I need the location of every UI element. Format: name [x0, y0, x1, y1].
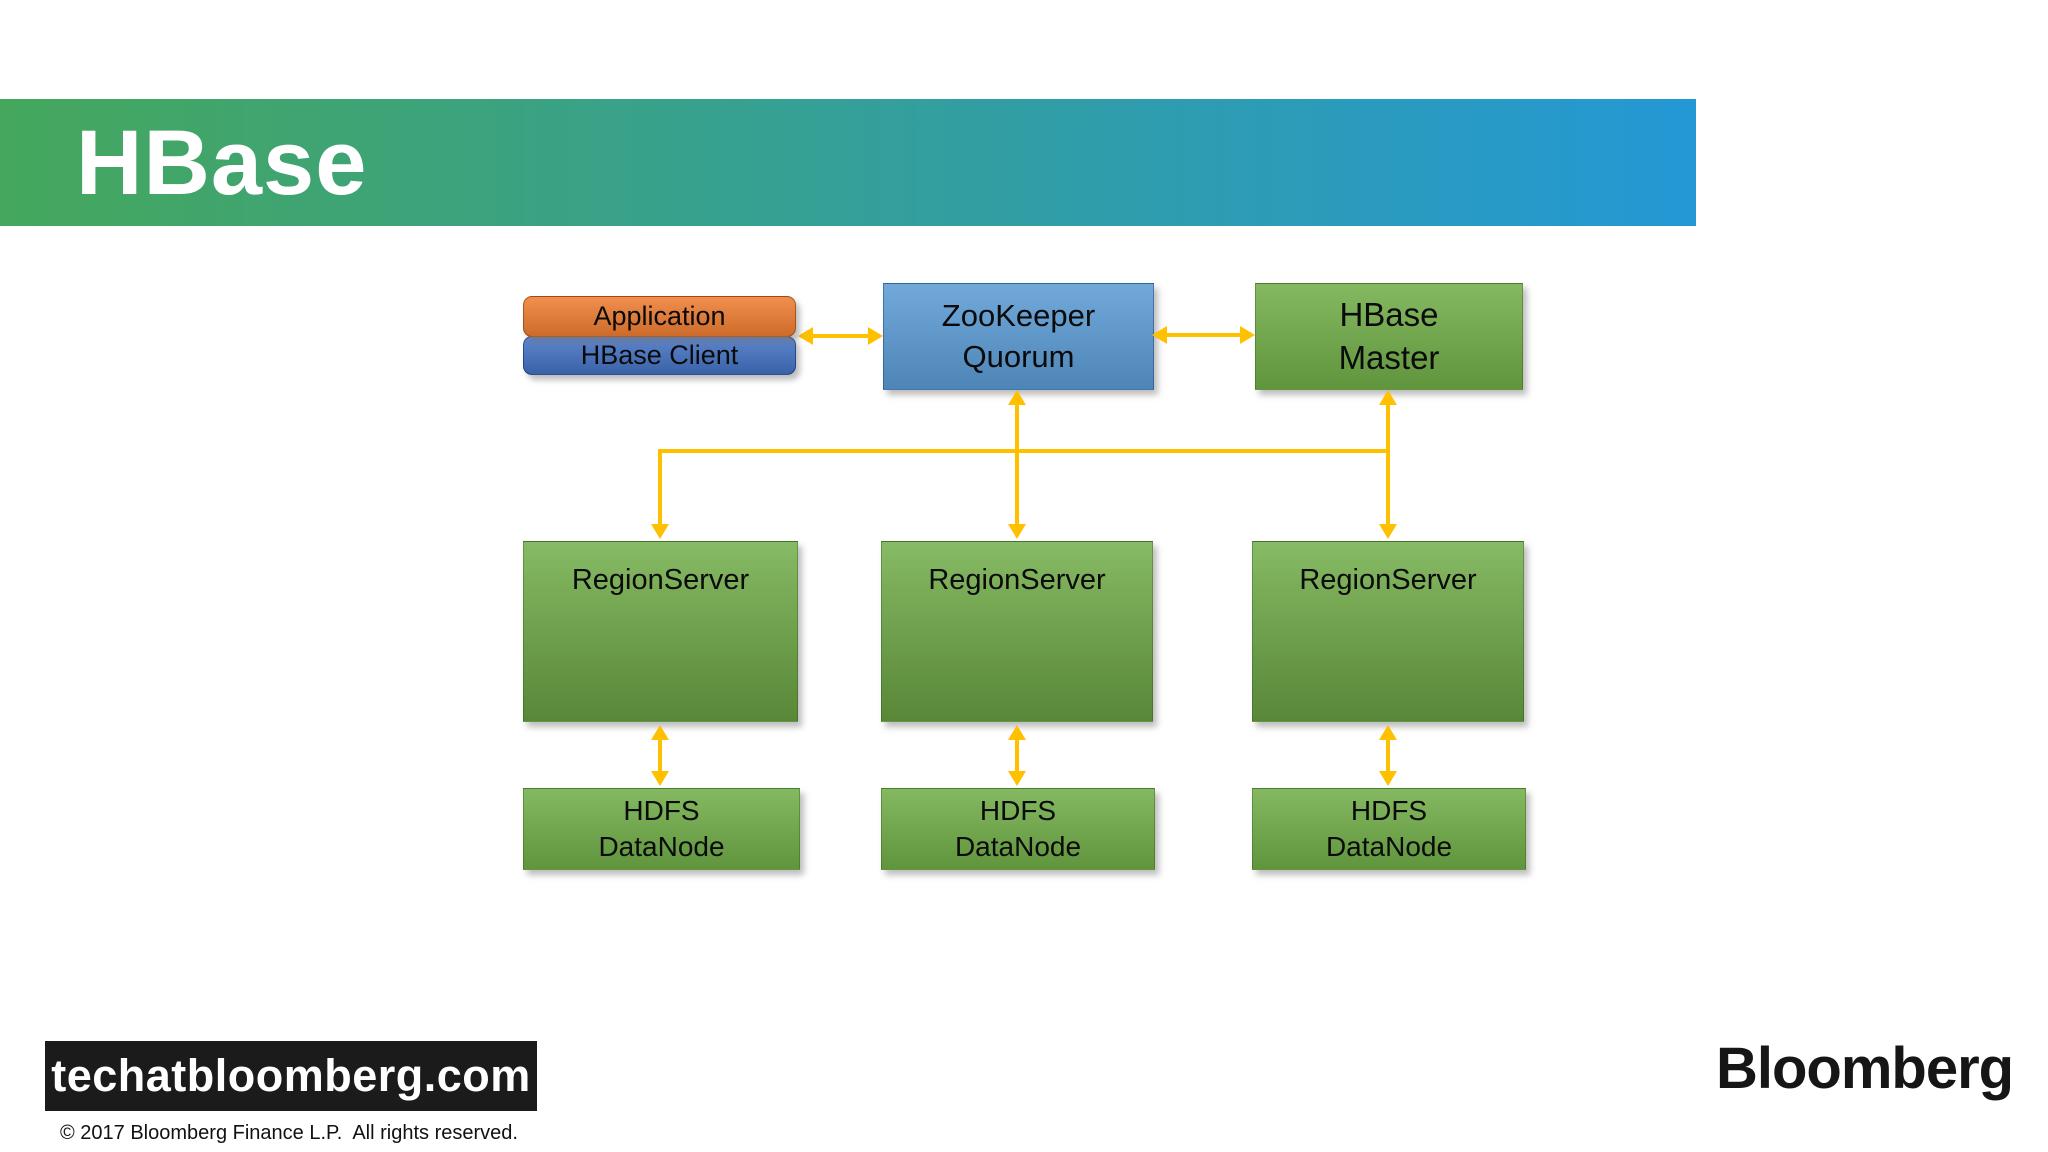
hbase-client-box: HBase Client: [523, 336, 796, 375]
regionserver-box-1: RegionServer: [523, 541, 798, 722]
hbase-client-label: HBase Client: [580, 339, 739, 370]
datanode-label-line2: DataNode: [1325, 831, 1453, 862]
datanode-label-line2: DataNode: [954, 831, 1082, 862]
hdfs-datanode-box-3: HDFS DataNode: [1252, 788, 1526, 870]
hbase-master-label-line1: HBase: [1339, 295, 1439, 333]
datanode-label-line1: HDFS: [623, 794, 700, 826]
techatbloomberg-badge: techatbloomberg.com: [45, 1041, 537, 1111]
datanode-label-line2: DataNode: [598, 831, 725, 862]
regionserver-box-2: RegionServer: [881, 541, 1153, 722]
datanode-label-line1: HDFS: [979, 794, 1057, 826]
datanode-label-line1: HDFS: [1350, 794, 1428, 826]
regionserver-box-3: RegionServer: [1252, 541, 1524, 722]
hdfs-datanode-box-2: HDFS DataNode: [881, 788, 1155, 870]
regionserver-label: RegionServer: [571, 564, 750, 596]
hdfs-datanode-box-1: HDFS DataNode: [523, 788, 800, 870]
zookeeper-label-line2: Quorum: [962, 338, 1075, 374]
copyright-text: © 2017 Bloomberg Finance L.P. All rights…: [60, 1122, 518, 1144]
bloomberg-logo: Bloomberg: [1716, 1036, 2014, 1101]
regionserver-label: RegionServer: [1299, 564, 1477, 596]
application-label: Application: [593, 300, 726, 331]
regionserver-label: RegionServer: [928, 564, 1106, 596]
hbase-master-label-line2: Master: [1338, 338, 1440, 376]
zookeeper-label-line1: ZooKeeper: [941, 298, 1096, 334]
slide-title: HBase: [76, 111, 368, 214]
title-banner: HBase: [0, 99, 1696, 226]
application-box: Application: [523, 296, 796, 337]
zookeeper-quorum-box: ZooKeeper Quorum: [883, 283, 1154, 390]
techatbloomberg-label: techatbloomberg.com: [51, 1050, 531, 1101]
hbase-master-box: HBase Master: [1255, 283, 1523, 390]
